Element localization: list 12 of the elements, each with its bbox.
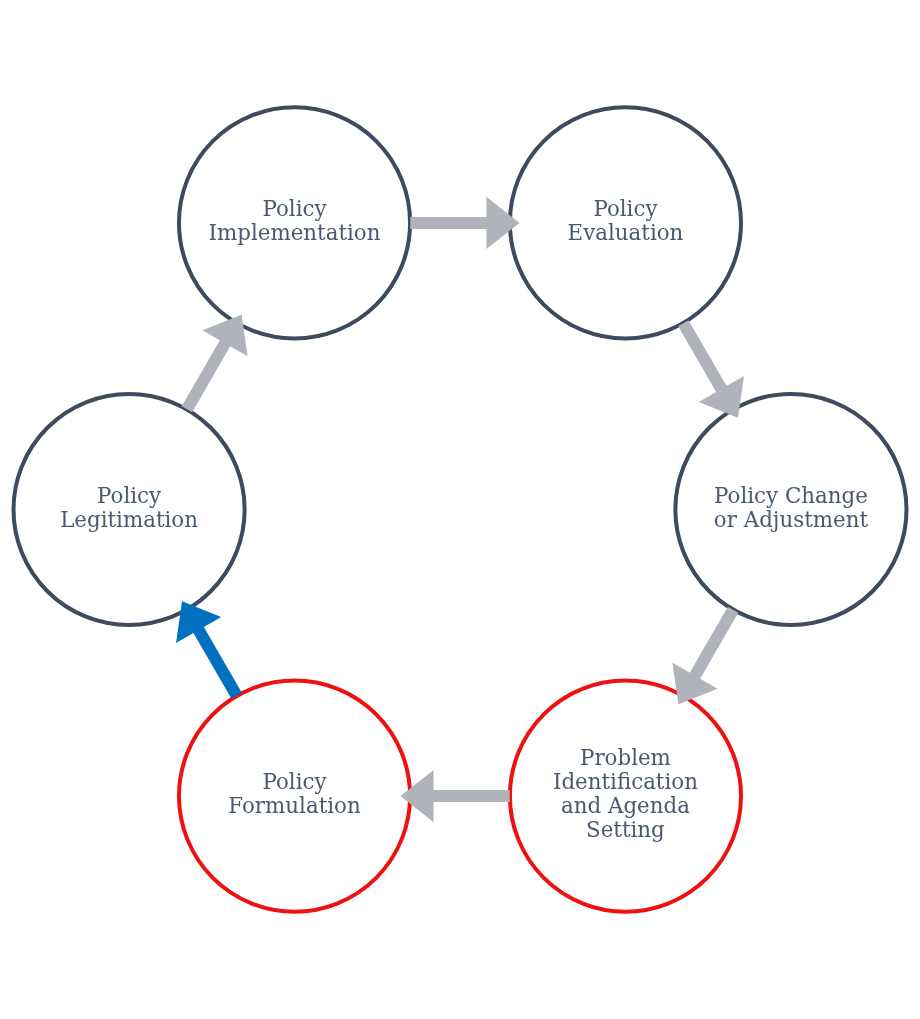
- node-circle: Policy Legitimation: [11, 391, 247, 628]
- arrow: [400, 770, 510, 823]
- arrow: [410, 196, 520, 249]
- arrow: [672, 606, 739, 705]
- node-circle: Policy Implementation: [176, 105, 413, 341]
- node-circle: Policy Evaluation: [507, 105, 744, 341]
- arrow: [176, 601, 242, 699]
- node-circle: Policy Change or Adjustment: [673, 391, 909, 628]
- arrow: [678, 320, 744, 418]
- node-circle: Problem Identification and Agenda Setting: [507, 678, 744, 914]
- node-circle: Policy Formulation: [176, 678, 413, 914]
- arrow: [181, 314, 248, 413]
